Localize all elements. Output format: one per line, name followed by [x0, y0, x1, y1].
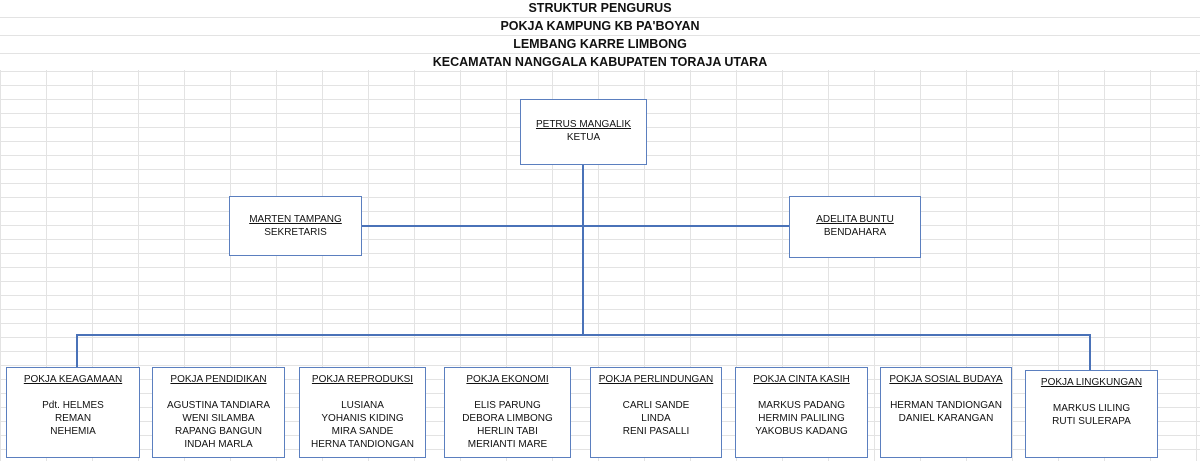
- pokja-member: MARKUS LILING: [1052, 403, 1131, 414]
- pokja-member: MERIANTI MARE: [467, 439, 548, 450]
- pokja-member: AGUSTINA TANDIARA: [167, 400, 270, 411]
- pokja-title: POKJA CINTA KASIH: [753, 374, 850, 385]
- pokja-title: POKJA EKONOMI: [466, 374, 549, 385]
- connector-ketua-trunk: [582, 165, 584, 336]
- pokja-member: MIRA SANDE: [331, 426, 394, 437]
- pokja-member: MARKUS PADANG: [757, 400, 846, 411]
- bendahara-box: ADELITA BUNTU BENDAHARA: [789, 196, 921, 258]
- pokja-member: RENI PASALLI: [622, 426, 690, 437]
- connector-sekretaris-bendahara: [361, 225, 789, 227]
- sekretaris-box: MARTEN TAMPANG SEKRETARIS: [229, 196, 362, 256]
- pokja-member: DANIEL KARANGAN: [898, 413, 994, 424]
- pokja-member: CARLI SANDE: [622, 400, 690, 411]
- pokja-title: POKJA REPRODUKSI: [311, 374, 414, 385]
- connector-pokja-bus: [76, 334, 1091, 336]
- pokja-title: POKJA KEAGAMAAN: [23, 374, 123, 385]
- title-line-1: STRUKTUR PENGURUS: [0, 0, 1200, 18]
- pokja-box: POKJA EKONOMI ELIS PARUNG DEBORA LIMBONG HE…: [444, 367, 571, 458]
- bendahara-role: BENDAHARA: [823, 227, 887, 238]
- pokja-member: YOHANIS KIDING: [321, 413, 404, 424]
- title-line-4: KECAMATAN NANGGALA KABUPATEN TORAJA UTAR…: [0, 54, 1200, 72]
- pokja-member: RAPANG BANGUN: [174, 426, 263, 437]
- bendahara-name: ADELITA BUNTU: [816, 214, 894, 225]
- pokja-member: DEBORA LIMBONG: [462, 413, 553, 424]
- pokja-member: YAKOBUS KADANG: [755, 426, 848, 437]
- pokja-title: POKJA LINGKUNGAN: [1040, 377, 1143, 388]
- sekretaris-name: MARTEN TAMPANG: [249, 214, 342, 225]
- pokja-box: POKJA KEAGAMAAN Pdt. HELMES REMAN NEHEMIA: [6, 367, 140, 458]
- ketua-name: PETRUS MANGALIK: [535, 119, 632, 130]
- pokja-title: POKJA PERLINDUNGAN: [598, 374, 714, 385]
- pokja-member: REMAN: [54, 413, 92, 424]
- ketua-role: KETUA: [566, 132, 601, 143]
- pokja-box: POKJA REPRODUKSI LUSIANA YOHANIS KIDING MIR…: [299, 367, 426, 458]
- connector-drop-left: [76, 334, 78, 367]
- pokja-member: HERMIN PALILING: [758, 413, 845, 424]
- pokja-box: POKJA CINTA KASIH MARKUS PADANG HERMIN PAL…: [735, 367, 868, 458]
- pokja-box: POKJA PERLINDUNGAN CARLI SANDE LINDA RENI P…: [590, 367, 722, 458]
- pokja-box: POKJA PENDIDIKAN AGUSTINA TANDIARA WENI SI…: [152, 367, 285, 458]
- pokja-member: INDAH MARLA: [184, 439, 253, 450]
- pokja-member: NEHEMIA: [50, 426, 96, 437]
- pokja-title: POKJA SOSIAL BUDAYA: [889, 374, 1003, 385]
- pokja-title: POKJA PENDIDIKAN: [170, 374, 267, 385]
- pokja-member: LINDA: [641, 413, 671, 424]
- sekretaris-role: SEKRETARIS: [264, 227, 327, 238]
- pokja-member: WENI SILAMBA: [182, 413, 255, 424]
- pokja-member: LUSIANA: [341, 400, 384, 411]
- pokja-member: HERMAN TANDIONGAN: [890, 400, 1002, 411]
- connector-drop-right: [1089, 334, 1091, 370]
- ketua-box: PETRUS MANGALIK KETUA: [520, 99, 647, 165]
- pokja-member: HERNA TANDIONGAN: [311, 439, 414, 450]
- pokja-member: RUTI SULERAPA: [1052, 416, 1131, 427]
- title-line-2: POKJA KAMPUNG KB PA'BOYAN: [0, 18, 1200, 36]
- title-line-3: LEMBANG KARRE LIMBONG: [0, 36, 1200, 54]
- pokja-box: POKJA SOSIAL BUDAYA HERMAN TANDIONGAN DANI…: [880, 367, 1012, 458]
- pokja-member: HERLIN TABI: [477, 426, 538, 437]
- pokja-member: Pdt. HELMES: [42, 400, 104, 411]
- pokja-box: POKJA LINGKUNGAN MARKUS LILING RUTI SULERA…: [1025, 370, 1158, 458]
- pokja-member: ELIS PARUNG: [474, 400, 541, 411]
